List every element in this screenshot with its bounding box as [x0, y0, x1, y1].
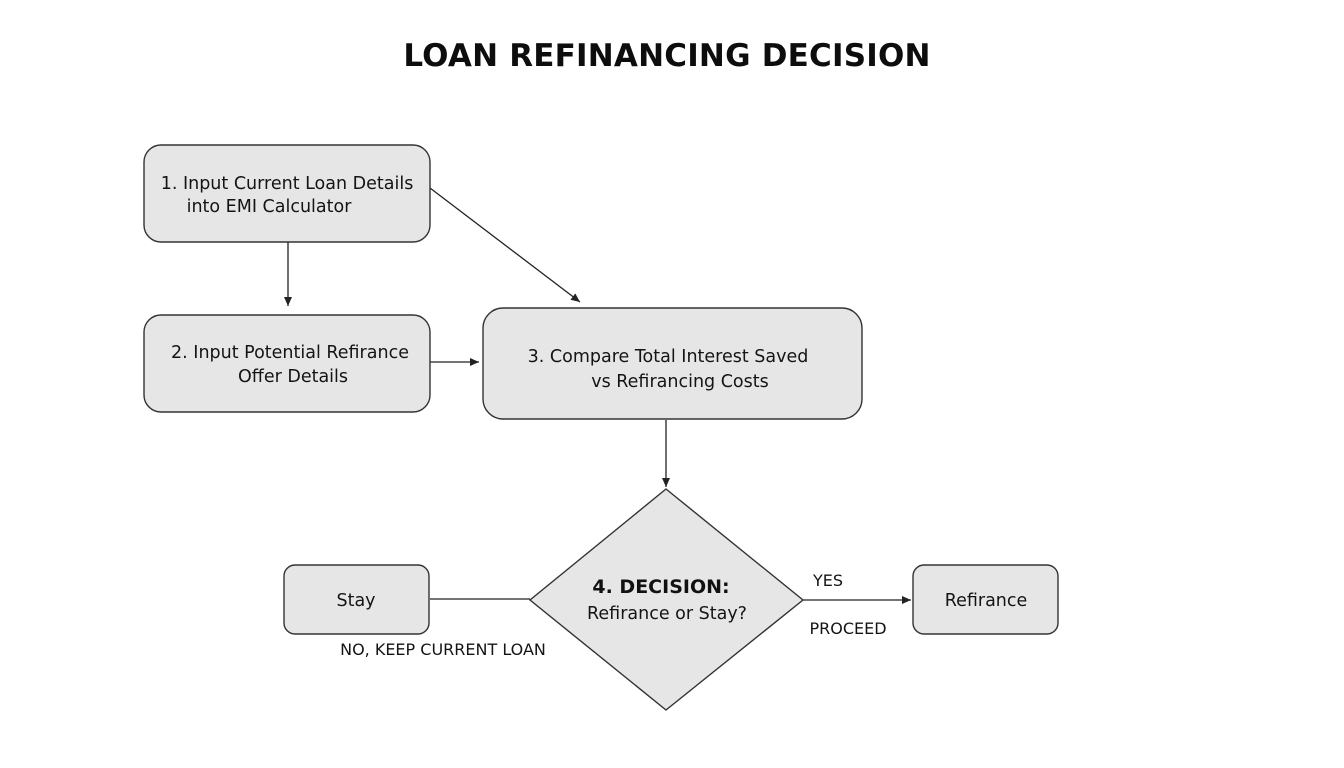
node-step1-line1: 1. Input Current Loan Details — [161, 174, 414, 194]
node-decision-line2: Refirance or Stay? — [587, 604, 747, 624]
edge-label-no: NO, KEEP CURRENT LOAN — [340, 640, 546, 659]
edge-step1-to-step3 — [429, 187, 581, 303]
node-step3-line2: vs Refirancing Costs — [591, 372, 768, 392]
node-decision-line1: 4. DECISION: — [592, 576, 729, 598]
node-refinance-label: Refirance — [945, 591, 1028, 611]
node-step2: 2. Input Potential Refirance Offer Detai… — [143, 314, 431, 413]
node-refinance: Refirance — [912, 564, 1059, 635]
node-step1: 1. Input Current Loan Details into EMI C… — [143, 144, 431, 243]
node-stay: Stay — [283, 564, 430, 635]
node-step2-line2: Offer Details — [238, 367, 348, 387]
node-step1-line2: into EMI Calculator — [187, 197, 353, 217]
node-step3-line1: 3. Compare Total Interest Saved — [528, 347, 809, 367]
node-stay-label: Stay — [336, 591, 375, 611]
edge-label-yes: YES — [812, 571, 843, 590]
edge-label-proceed: PROCEED — [809, 619, 886, 638]
node-decision: 4. DECISION: Refirance or Stay? — [528, 488, 805, 711]
node-step2-line1: 2. Input Potential Refirance — [171, 343, 409, 363]
node-step3: 3. Compare Total Interest Saved vs Refir… — [482, 307, 863, 420]
diagram-title: LOAN REFINANCING DECISION — [403, 38, 931, 74]
